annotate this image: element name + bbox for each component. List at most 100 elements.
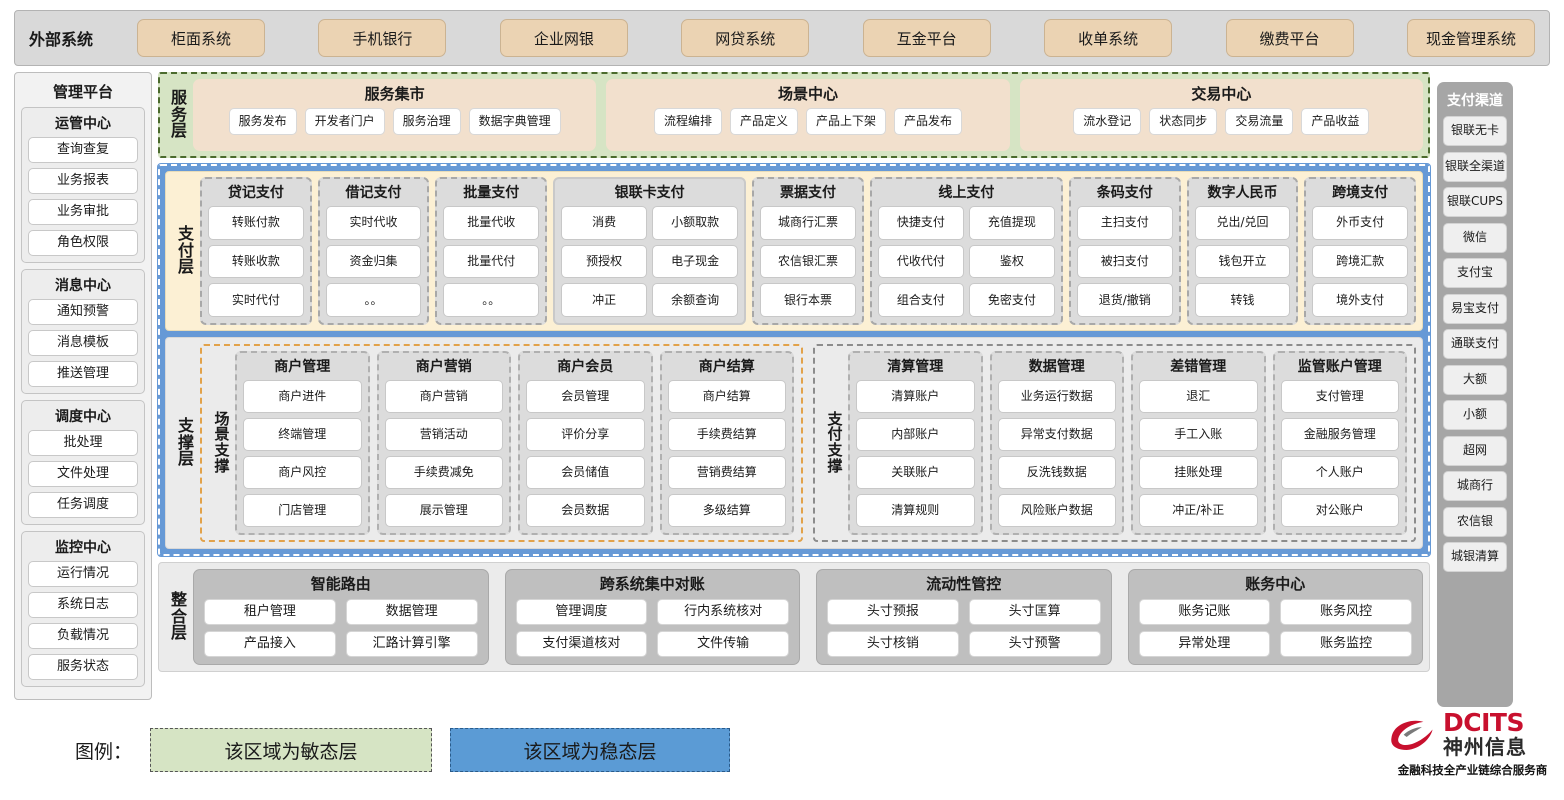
- payment-channel-item[interactable]: 城银清算: [1443, 542, 1507, 572]
- external-system-chip[interactable]: 现金管理系统: [1406, 19, 1535, 57]
- support-item[interactable]: 异常支付数据: [997, 418, 1116, 451]
- payment-channel-item[interactable]: 超网: [1443, 435, 1507, 466]
- service-item[interactable]: 交易流量: [1225, 108, 1294, 135]
- payment-item[interactable]: 转账付款: [208, 206, 304, 240]
- support-item[interactable]: 挂账处理: [1139, 456, 1258, 489]
- integration-item[interactable]: 数据管理: [345, 599, 478, 625]
- payment-item[interactable]: 外币支付: [1312, 206, 1409, 240]
- integration-item[interactable]: 账务记账: [1138, 599, 1271, 625]
- service-item[interactable]: 数据字典管理: [468, 108, 561, 135]
- support-item[interactable]: 展示管理: [384, 494, 503, 527]
- external-system-chip[interactable]: 互金平台: [862, 19, 991, 57]
- payment-item[interactable]: 转账收款: [208, 244, 304, 279]
- support-item[interactable]: 商户结算: [667, 380, 786, 413]
- support-item[interactable]: 会员储值: [526, 456, 645, 489]
- support-item[interactable]: 关联账户: [856, 456, 975, 489]
- payment-item[interactable]: 代收代付: [877, 244, 964, 279]
- payment-item[interactable]: 实时代收: [325, 206, 422, 240]
- payment-item[interactable]: 转钱: [1194, 283, 1291, 317]
- support-item[interactable]: 清算账户: [856, 380, 975, 413]
- payment-item[interactable]: 实时代付: [208, 283, 304, 317]
- service-item[interactable]: 流程编排: [653, 108, 722, 135]
- support-item[interactable]: 终端管理: [243, 418, 362, 451]
- payment-item[interactable]: 兑出/兑回: [1194, 206, 1291, 240]
- service-item[interactable]: 产品发布: [894, 108, 963, 135]
- integration-item[interactable]: 管理调度: [515, 599, 648, 625]
- payment-item[interactable]: 预授权: [561, 244, 648, 279]
- support-item[interactable]: 对公账户: [1280, 494, 1399, 527]
- payment-channel-item[interactable]: 微信: [1443, 222, 1507, 253]
- payment-channel-item[interactable]: 银联全渠道: [1443, 151, 1507, 182]
- payment-item[interactable]: 组合支付: [877, 283, 964, 317]
- integration-item[interactable]: 异常处理: [1138, 631, 1271, 657]
- integration-item[interactable]: 账务监控: [1280, 631, 1412, 657]
- admin-menu-item[interactable]: 通知预警: [28, 299, 138, 325]
- support-item[interactable]: 清算规则: [856, 494, 975, 527]
- support-item[interactable]: 评价分享: [526, 418, 645, 451]
- payment-channel-item[interactable]: 农信银: [1443, 506, 1507, 537]
- service-item[interactable]: 开发者门户: [304, 108, 385, 135]
- payment-channel-item[interactable]: 通联支付: [1443, 329, 1507, 359]
- service-item[interactable]: 服务治理: [392, 108, 461, 135]
- integration-item[interactable]: 头寸匡算: [968, 599, 1101, 625]
- integration-item[interactable]: 头寸核销: [827, 631, 959, 657]
- payment-item[interactable]: 钱包开立: [1194, 244, 1291, 279]
- payment-channel-item[interactable]: 小额: [1443, 400, 1507, 430]
- payment-item[interactable]: 主扫支付: [1076, 206, 1173, 240]
- admin-menu-item[interactable]: 批处理: [28, 430, 138, 456]
- payment-item[interactable]: 余额查询: [652, 283, 739, 317]
- support-item[interactable]: 个人账户: [1280, 456, 1399, 489]
- payment-item[interactable]: 银行本票: [760, 283, 856, 317]
- payment-channel-item[interactable]: 支付宝: [1443, 258, 1507, 288]
- payment-item[interactable]: 批量代收: [443, 206, 540, 240]
- support-item[interactable]: 会员数据: [526, 494, 645, 527]
- integration-item[interactable]: 行内系统核对: [657, 599, 789, 625]
- admin-menu-item[interactable]: 业务报表: [28, 168, 138, 194]
- payment-item[interactable]: 充值提现: [968, 206, 1055, 240]
- external-system-chip[interactable]: 缴费平台: [1225, 19, 1354, 57]
- payment-item[interactable]: 农信银汇票: [760, 244, 856, 279]
- admin-menu-item[interactable]: 推送管理: [28, 361, 138, 387]
- admin-menu-item[interactable]: 文件处理: [28, 461, 138, 487]
- support-item[interactable]: 退汇: [1139, 380, 1258, 413]
- payment-item[interactable]: 小额取款: [652, 206, 739, 240]
- payment-item[interactable]: 跨境汇款: [1312, 244, 1409, 279]
- support-item[interactable]: 内部账户: [856, 418, 975, 451]
- payment-channel-item[interactable]: 银联无卡: [1443, 116, 1507, 146]
- admin-menu-item[interactable]: 运行情况: [28, 561, 138, 587]
- support-item[interactable]: 手工入账: [1139, 418, 1258, 451]
- external-system-chip[interactable]: 收单系统: [1044, 19, 1173, 57]
- service-item[interactable]: 状态同步: [1149, 108, 1218, 135]
- payment-item[interactable]: 电子现金: [652, 244, 739, 279]
- payment-channel-item[interactable]: 大额: [1443, 364, 1507, 395]
- admin-menu-item[interactable]: 消息模板: [28, 330, 138, 356]
- payment-channel-item[interactable]: 银联CUPS: [1443, 187, 1507, 217]
- support-item[interactable]: 冲正/补正: [1139, 494, 1258, 527]
- payment-item[interactable]: 被扫支付: [1076, 244, 1173, 279]
- support-item[interactable]: 业务运行数据: [997, 380, 1116, 413]
- payment-item[interactable]: 免密支付: [968, 283, 1055, 317]
- payment-item[interactable]: 消费: [561, 206, 648, 240]
- admin-menu-item[interactable]: 查询查复: [28, 137, 138, 163]
- payment-item[interactable]: 资金归集: [325, 244, 422, 279]
- support-item[interactable]: 支付管理: [1280, 380, 1399, 413]
- payment-item[interactable]: 批量代付: [443, 244, 540, 279]
- support-item[interactable]: 营销活动: [384, 418, 503, 451]
- payment-channel-item[interactable]: 城商行: [1443, 471, 1507, 501]
- integration-item[interactable]: 文件传输: [657, 631, 789, 657]
- admin-menu-item[interactable]: 负载情况: [28, 623, 138, 649]
- support-item[interactable]: 门店管理: [243, 494, 362, 527]
- support-item[interactable]: 商户进件: [243, 380, 362, 413]
- admin-menu-item[interactable]: 业务审批: [28, 199, 138, 225]
- payment-item[interactable]: 城商行汇票: [760, 206, 856, 240]
- payment-item[interactable]: 鉴权: [968, 244, 1055, 279]
- support-item[interactable]: 手续费减免: [384, 456, 503, 489]
- integration-item[interactable]: 账务风控: [1280, 599, 1412, 625]
- integration-item[interactable]: 产品接入: [204, 631, 336, 657]
- support-item[interactable]: 手续费结算: [667, 418, 786, 451]
- payment-item[interactable]: 快捷支付: [877, 206, 964, 240]
- service-item[interactable]: 流水登记: [1073, 108, 1142, 135]
- integration-item[interactable]: 汇路计算引擎: [345, 631, 478, 657]
- integration-item[interactable]: 租户管理: [204, 599, 336, 625]
- admin-menu-item[interactable]: 任务调度: [28, 492, 138, 518]
